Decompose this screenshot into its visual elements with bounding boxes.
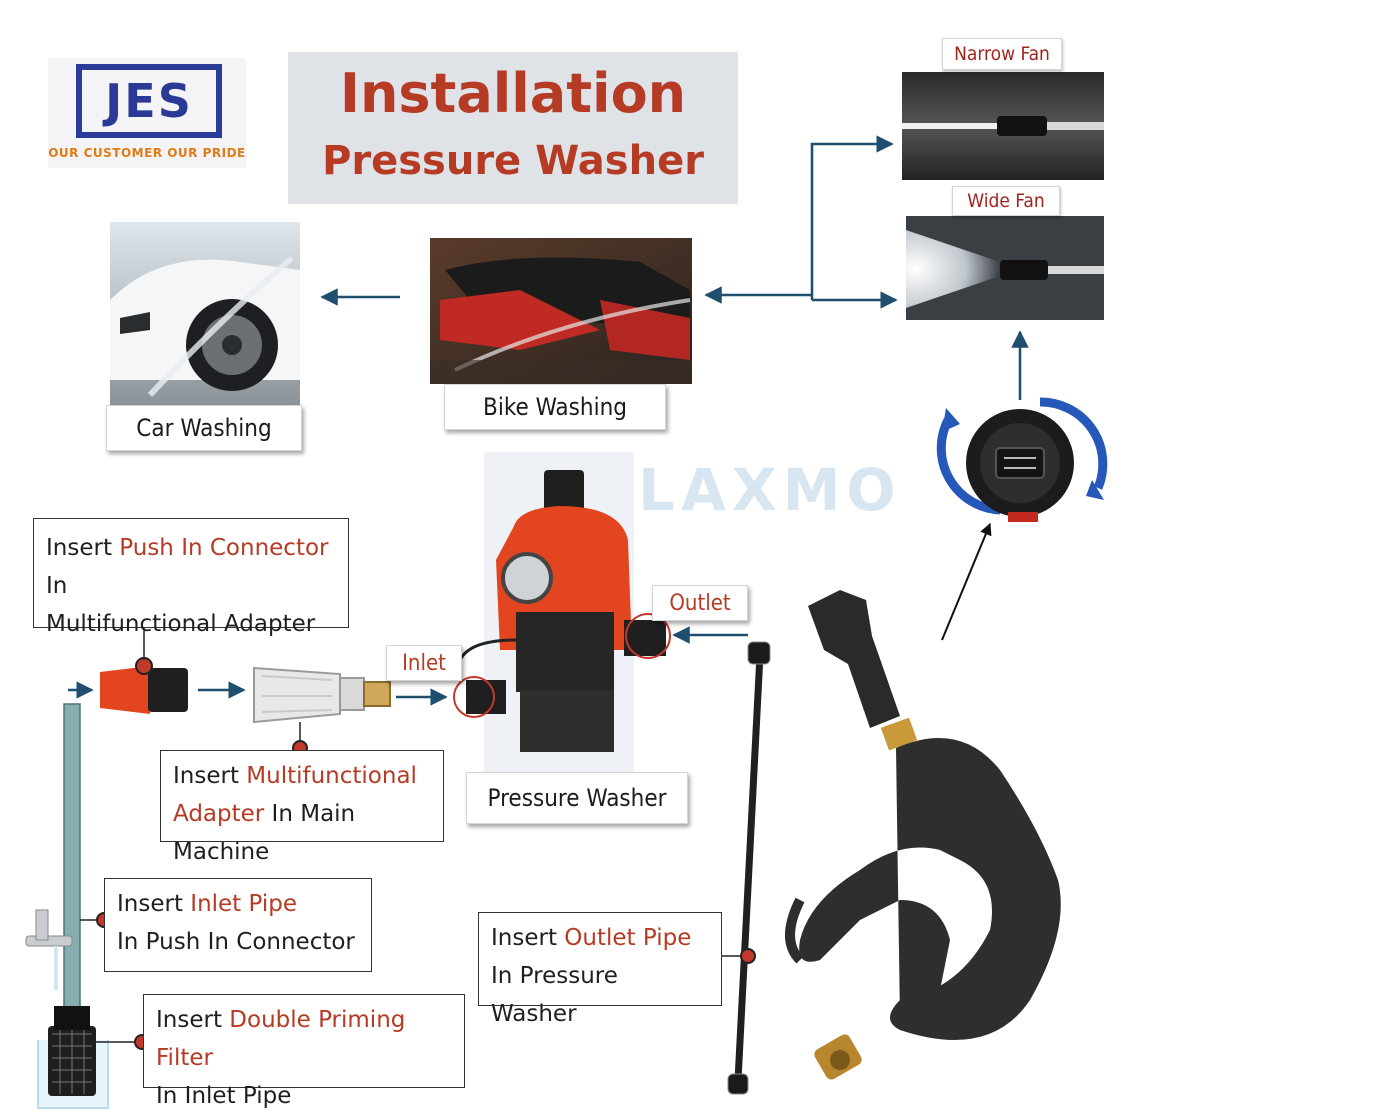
pressure-washer-machine <box>453 452 671 772</box>
brand-logo: JES OUR CUSTOMER OUR PRIDE <box>48 58 246 168</box>
title-line-2: Pressure Washer <box>322 138 704 184</box>
step-push-in-connector: Insert Push In Connector In Multifunctio… <box>33 518 349 637</box>
inlet-pipe <box>63 703 81 1025</box>
outlet-label: Outlet <box>652 585 748 621</box>
push-in-connector <box>100 657 188 714</box>
step-double-priming-filter: Insert Double Priming Filter In Inlet Pi… <box>143 994 465 1109</box>
watermark: LAXMO <box>638 456 902 524</box>
step-multifunctional-adapter: Insert Multifunctional Adapter In Main M… <box>160 750 444 865</box>
car-washing-photo <box>110 222 300 408</box>
flow-arrows <box>68 135 1029 706</box>
logo-mark: JES <box>76 64 222 138</box>
bike-washing-photo <box>430 238 692 384</box>
narrow-fan-label: Narrow Fan <box>942 38 1062 70</box>
spray-gun <box>785 590 1061 1080</box>
title-banner: Installation Pressure Washer <box>288 52 738 204</box>
priming-filter <box>48 1006 96 1096</box>
step-inlet-pipe: Insert Inlet Pipe In Push In Connector <box>104 878 372 972</box>
water-tap <box>25 909 73 990</box>
logo-tagline: OUR CUSTOMER OUR PRIDE <box>48 146 246 160</box>
narrow-fan-photo <box>902 72 1104 180</box>
step-outlet-pipe: Insert Outlet Pipe In Pressure Washer <box>478 912 722 1027</box>
nozzle-rotation-graphic <box>936 397 1108 522</box>
multifunctional-adapter <box>253 666 391 756</box>
gun-to-nozzle-arrow <box>941 522 992 641</box>
car-washing-label: Car Washing <box>106 405 302 451</box>
wide-fan-photo <box>906 216 1104 320</box>
outlet-lance <box>727 641 771 1095</box>
inlet-label: Inlet <box>386 645 462 681</box>
title-line-1: Installation <box>339 62 687 125</box>
bike-washing-label: Bike Washing <box>444 384 666 430</box>
pressure-washer-label: Pressure Washer <box>466 772 688 824</box>
wide-fan-label: Wide Fan <box>952 186 1060 216</box>
